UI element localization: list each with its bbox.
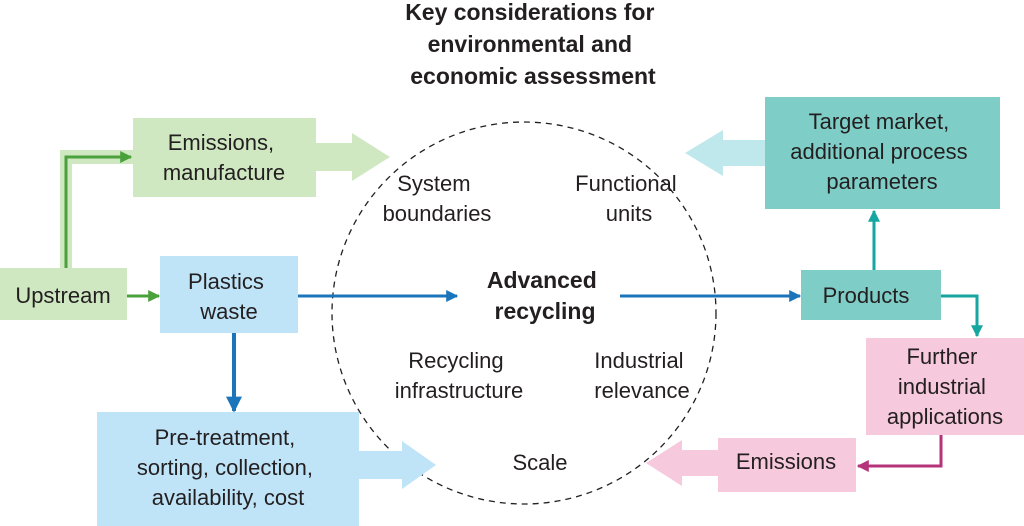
advanced-recycling-label: Advanced recycling — [487, 267, 603, 324]
emissions-right-line-1: Emissions — [736, 449, 836, 474]
pretreatment-box — [97, 412, 359, 526]
recycling-infrastructure-label: Recycling infrastructure — [395, 348, 523, 403]
target-market-label: Target market, additional process parame… — [790, 109, 973, 194]
title-line-3: economic assessment — [410, 63, 656, 89]
plastics-waste-box — [160, 256, 298, 333]
title-line-2: environmental and — [428, 31, 632, 57]
target-market-to-circle-arrow — [685, 130, 765, 176]
emissions-to-circle-arrow — [316, 133, 390, 181]
emissions-right-to-circle-arrow — [646, 440, 718, 486]
title-line-1: Key considerations for — [405, 0, 654, 25]
emissions-manufacture-line-1: Emissions, — [168, 130, 274, 155]
system-boundaries-line-2: boundaries — [383, 201, 492, 226]
further-applications-line-2: industrial — [898, 374, 986, 399]
further-applications-box — [866, 338, 1024, 435]
emissions-manufacture-line-2: manufacture — [163, 160, 285, 185]
plastics-waste-line-1: Plastics — [188, 269, 264, 294]
system-boundaries-label: System boundaries — [383, 171, 492, 226]
functional-units-line-2: units — [606, 201, 652, 226]
upstream-branch-backing — [60, 150, 134, 268]
products-label: Products — [823, 283, 910, 308]
applications-to-emissions-arrow — [856, 435, 943, 472]
scale-label: Scale — [512, 450, 567, 475]
advanced-recycling-line-2: recycling — [495, 298, 596, 324]
products-to-applications-arrow — [941, 294, 983, 338]
functional-units-line-1: Functional — [575, 171, 677, 196]
upstream-to-emissions-arrow — [64, 151, 133, 268]
target-market-line-2: additional process — [790, 139, 967, 164]
functional-units-label: Functional units — [575, 171, 683, 226]
emissions-right-label: Emissions — [736, 449, 836, 474]
plastics-waste-label: Plastics waste — [188, 269, 270, 324]
further-applications-label: Further industrial applications — [887, 344, 1003, 429]
industrial-relevance-label: Industrial relevance — [594, 348, 689, 403]
upstream-line-1: Upstream — [15, 283, 110, 308]
target-market-box — [765, 97, 1000, 209]
upstream-label: Upstream — [15, 283, 110, 308]
pretreatment-label: Pre-treatment, sorting, collection, avai… — [137, 425, 319, 510]
pretreatment-line-3: availability, cost — [152, 485, 304, 510]
emissions-manufacture-box — [133, 118, 316, 197]
emissions-right-box — [718, 438, 856, 492]
recycling-infrastructure-line-2: infrastructure — [395, 378, 523, 403]
pretreatment-to-circle-arrow — [358, 441, 436, 489]
system-boundaries-line-1: System — [397, 171, 470, 196]
products-line-1: Products — [823, 283, 910, 308]
products-box — [801, 270, 941, 320]
further-applications-line-1: Further — [906, 344, 977, 369]
industrial-relevance-line-2: relevance — [594, 378, 689, 403]
further-applications-line-3: applications — [887, 404, 1003, 429]
pretreatment-line-1: Pre-treatment, — [155, 425, 296, 450]
recycling-infrastructure-line-1: Recycling — [408, 348, 503, 373]
assessment-circle — [331, 121, 717, 505]
upstream-box — [0, 268, 127, 320]
diagram-title: Key considerations for environmental and… — [405, 0, 661, 89]
scale-line-1: Scale — [512, 450, 567, 475]
advanced-recycling-line-1: Advanced — [487, 267, 597, 293]
target-market-line-1: Target market, — [809, 109, 950, 134]
emissions-manufacture-label: Emissions, manufacture — [163, 130, 285, 185]
plastics-waste-line-2: waste — [199, 299, 257, 324]
industrial-relevance-line-1: Industrial — [594, 348, 683, 373]
pretreatment-line-2: sorting, collection, — [137, 455, 313, 480]
target-market-line-3: parameters — [826, 169, 937, 194]
